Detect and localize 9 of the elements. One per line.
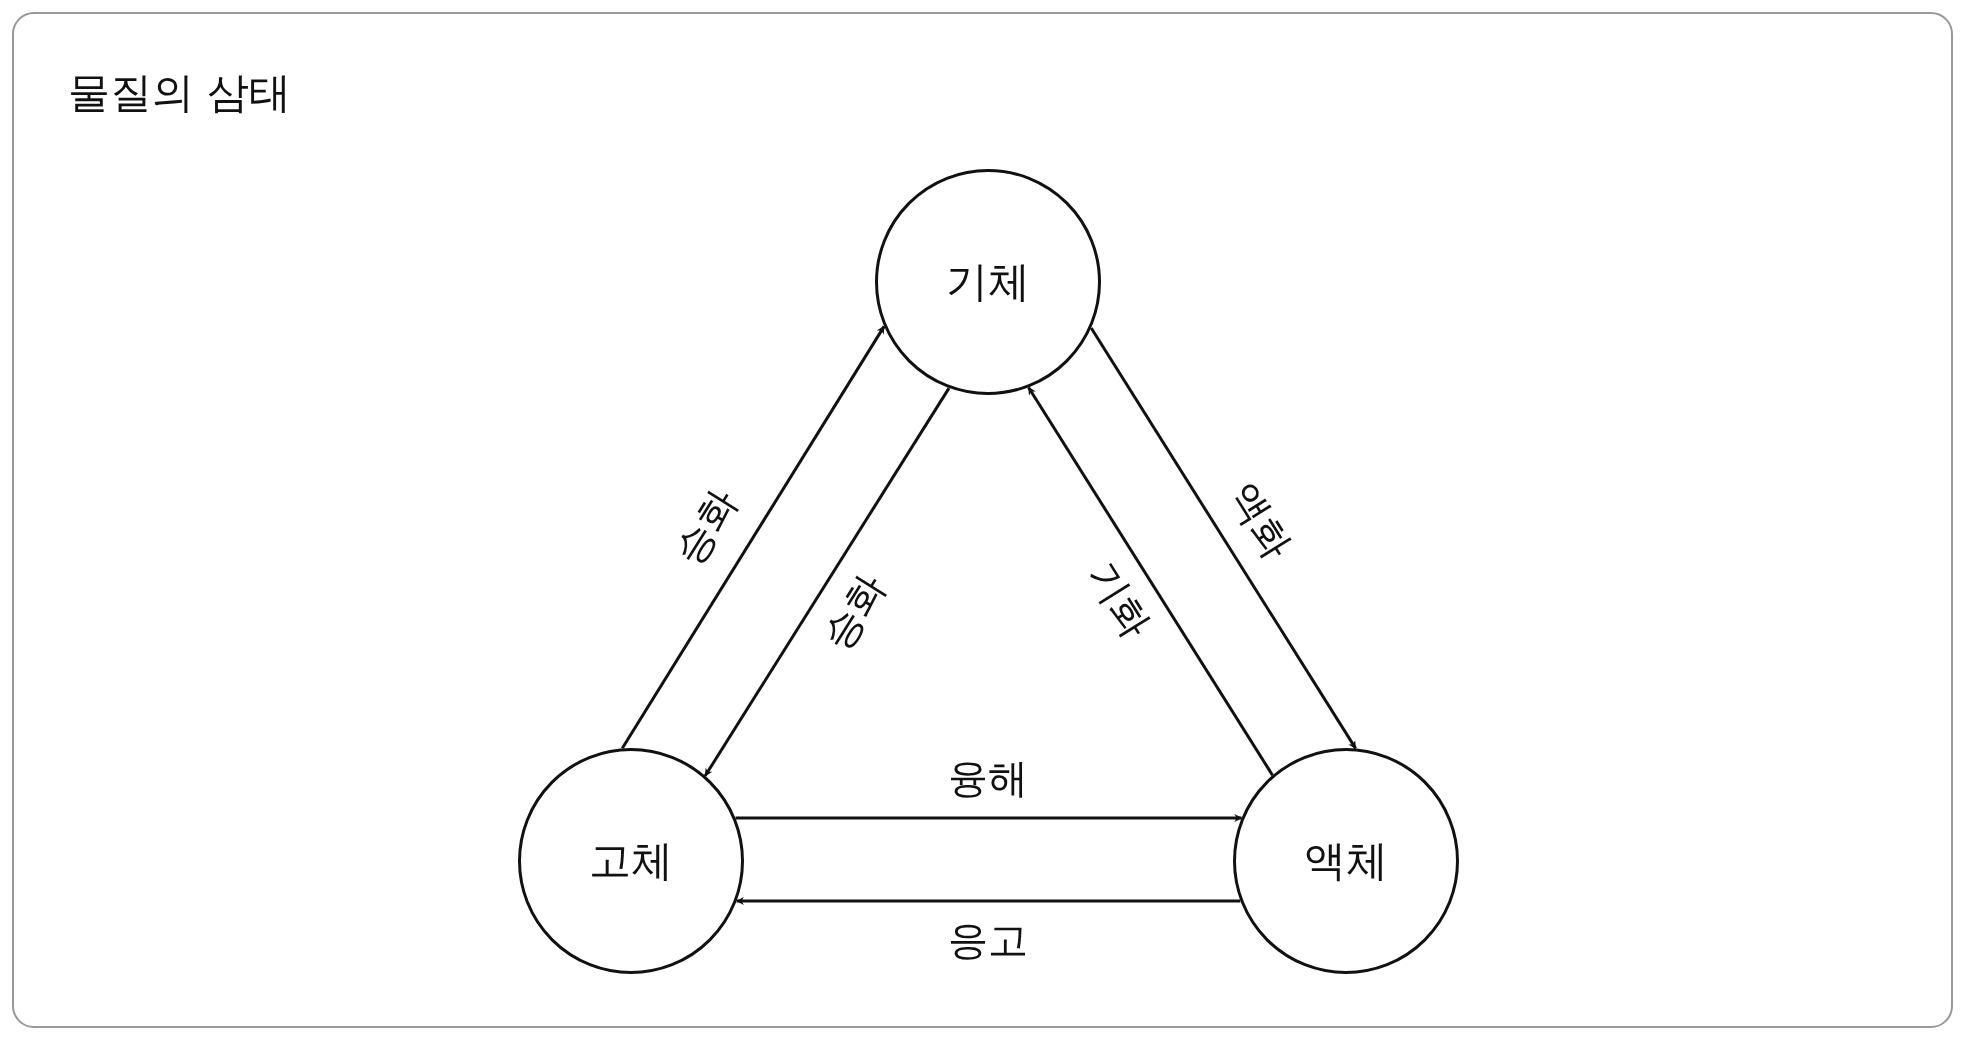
arrow: [735, 814, 1243, 822]
arrow: [1089, 327, 1357, 750]
arrow: [735, 897, 1241, 905]
title: 물질의 삼태: [68, 72, 292, 114]
arrow: [703, 387, 951, 777]
arrow: [621, 325, 886, 750]
node-label: 고체: [589, 840, 673, 882]
node-label: 기체: [946, 261, 1030, 303]
node-label: 액체: [1304, 840, 1388, 882]
